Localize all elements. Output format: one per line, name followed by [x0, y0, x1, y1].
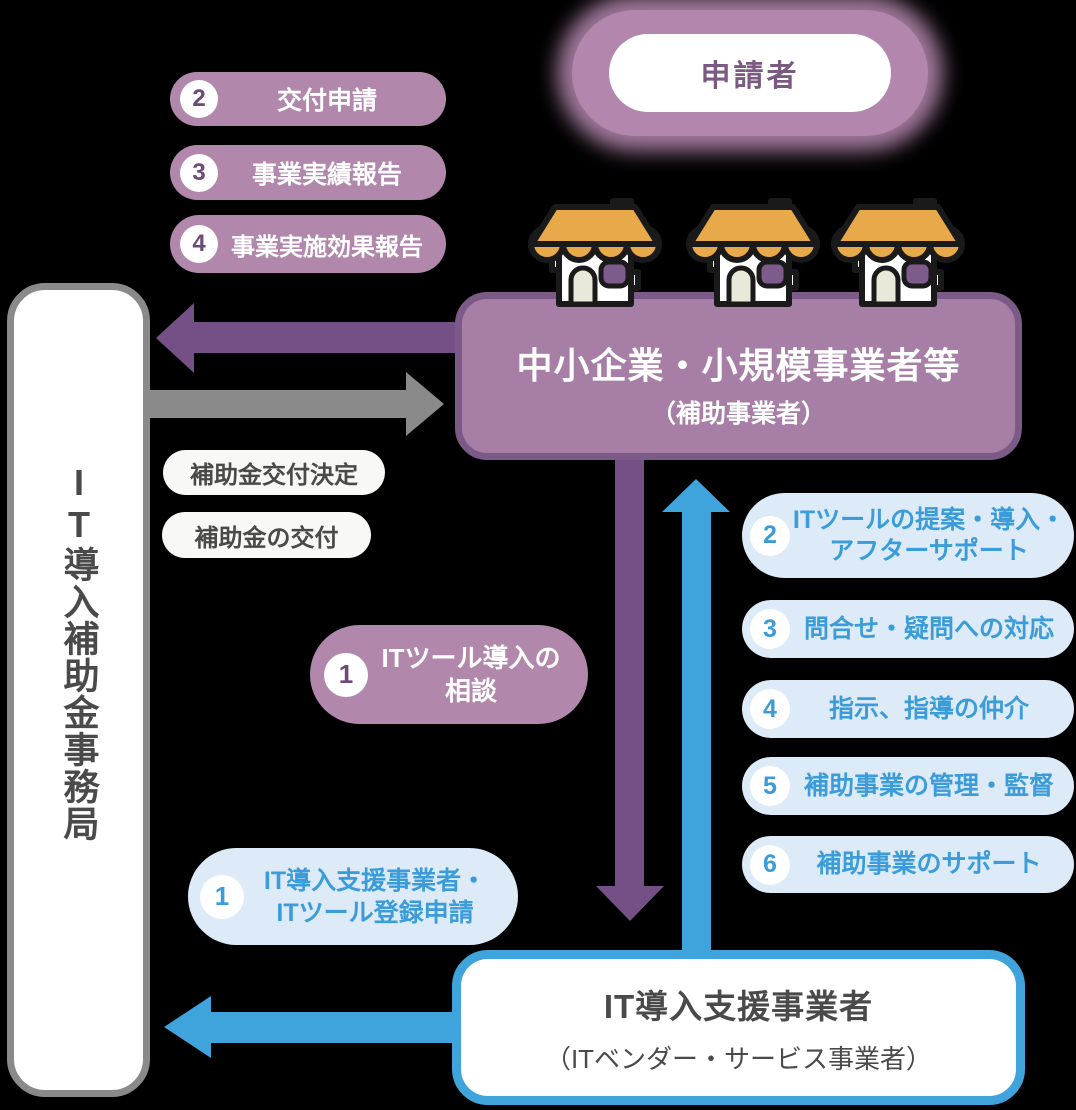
shop-icon — [686, 198, 820, 307]
arrow-vendor-to-office-head — [164, 996, 211, 1058]
label-text: 補助金交付決定 — [190, 462, 358, 489]
arrow-sme-to-office-shaft — [192, 322, 456, 353]
step-pill-toroku-shinsei: 1 IT導入支援事業者・ ITツール登録申請 — [188, 848, 518, 945]
arrow-office-to-sme-shaft — [150, 390, 408, 418]
step-label: 補助事業のサポート — [816, 850, 1042, 878]
step-number-badge: 4 — [180, 225, 218, 263]
step-label: 問合せ・疑問への対応 — [803, 614, 1054, 643]
step-pill-kanri-kantoku: 5 補助事業の管理・監督 — [742, 757, 1074, 815]
step-label: 事業実施効果報告 — [231, 233, 423, 261]
arrow-vendor-to-sme-head — [662, 479, 730, 512]
step-label: ITツールの提案・導入・ アフターサポート — [792, 505, 1066, 565]
step-pill-it-tool-sodan: 1 ITツール導入の 相談 — [310, 625, 588, 724]
sme-box: 中小企業・小規模事業者等 （補助事業者） — [455, 292, 1022, 460]
applicant-badge: 申請者 — [609, 34, 891, 112]
vendor-box-subtitle: （ITベンダー・サービス事業者） — [544, 1043, 933, 1074]
vendor-box-title: IT導入支援事業者 — [603, 987, 874, 1025]
arrow-sme-to-office-head — [156, 303, 194, 373]
step-pill-toiawase-taio: 3 問合せ・疑問への対応 — [742, 600, 1074, 658]
step-pill-shiji-shido-chukai: 4 指示、指導の仲介 — [742, 680, 1074, 738]
step-pill-jigyo-support: 6 補助事業のサポート — [742, 836, 1074, 893]
label-text: 補助金の交付 — [194, 524, 339, 552]
step-label: 指示、指導の仲介 — [828, 694, 1029, 723]
step-number-badge: 5 — [750, 766, 790, 806]
applicant-badge-glow: 申請者 — [572, 10, 928, 136]
step-number-badge: 1 — [200, 874, 244, 919]
shop-icon — [528, 198, 662, 307]
arrow-vendor-to-sme-shaft — [682, 512, 711, 955]
arrow-sme-to-vendor-head — [596, 886, 664, 921]
step-number-badge: 2 — [750, 515, 790, 556]
step-number-badge: 4 — [750, 689, 790, 729]
step-pill-teian-donyu-support: 2 ITツールの提案・導入・ アフターサポート — [742, 493, 1074, 578]
step-pill-kofu-shinsei: 2 交付申請 — [170, 72, 446, 126]
step-label: IT導入支援事業者・ ITツール登録申請 — [263, 866, 487, 927]
applicant-label: 申請者 — [700, 60, 800, 93]
step-number-badge: 3 — [750, 609, 790, 649]
office-label: IT導入補助金事務局 — [58, 462, 100, 842]
label-pill-hojokin-kofu: 補助金の交付 — [162, 512, 371, 558]
sme-box-subtitle: （補助事業者） — [650, 399, 826, 428]
arrow-office-to-sme-head — [406, 372, 444, 436]
sme-box-title: 中小企業・小規模事業者等 — [516, 344, 961, 386]
step-label: 事業実績報告 — [251, 160, 402, 189]
step-pill-jisseki-hokoku: 3 事業実績報告 — [170, 145, 446, 200]
step-number-badge: 1 — [324, 652, 368, 697]
step-label: ITツール導入の 相談 — [381, 642, 561, 706]
shop-icon — [831, 198, 965, 307]
office-box: IT導入補助金事務局 — [7, 283, 150, 1097]
label-pill-kofu-kettei: 補助金交付決定 — [163, 450, 385, 495]
arrow-sme-to-vendor-shaft — [615, 450, 644, 888]
step-label: 補助事業の管理・監督 — [803, 771, 1054, 800]
step-number-badge: 3 — [180, 153, 218, 192]
step-number-badge: 6 — [750, 844, 790, 885]
step-label: 交付申請 — [276, 87, 377, 115]
arrow-vendor-to-office-shaft — [210, 1012, 456, 1043]
step-pill-kouka-hokoku: 4 事業実施効果報告 — [170, 215, 446, 273]
step-number-badge: 2 — [180, 80, 218, 118]
vendor-box: IT導入支援事業者 （ITベンダー・サービス事業者） — [452, 950, 1025, 1105]
